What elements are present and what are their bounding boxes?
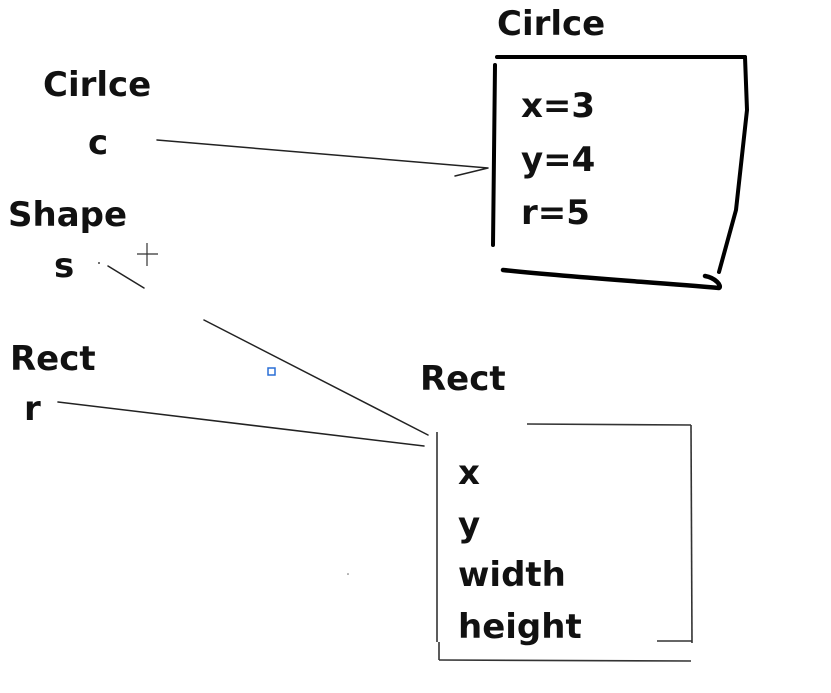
rect-object-title: Rect — [420, 359, 506, 399]
arrow-c-to-circle — [156, 139, 489, 177]
var-name-c: c — [88, 123, 109, 163]
arrow-s-to-rect — [107, 265, 429, 436]
var-name-s: s — [54, 246, 75, 286]
circle-object-box — [491, 55, 749, 291]
rect-field-width: width — [458, 555, 566, 595]
circle-field-y: y=4 — [521, 140, 596, 180]
rect-field-x: x — [458, 453, 480, 493]
stray-dot — [98, 262, 100, 264]
var-type-circle: Cirlce — [43, 65, 152, 105]
selection-handle-icon — [267, 367, 276, 376]
circle-object-title: Cirlce — [497, 4, 606, 44]
circle-field-x: x=3 — [521, 86, 596, 126]
arrow-r-to-rect — [57, 401, 425, 447]
var-type-shape: Shape — [8, 195, 128, 235]
rect-object-box — [436, 423, 693, 662]
crosshair-cursor-icon — [137, 243, 158, 266]
var-type-rect: Rect — [10, 339, 96, 379]
var-name-r: r — [24, 389, 41, 429]
stray-dot — [347, 573, 349, 575]
rect-field-y: y — [458, 505, 481, 545]
circle-field-r: r=5 — [521, 193, 590, 233]
rect-field-height: height — [458, 607, 582, 647]
